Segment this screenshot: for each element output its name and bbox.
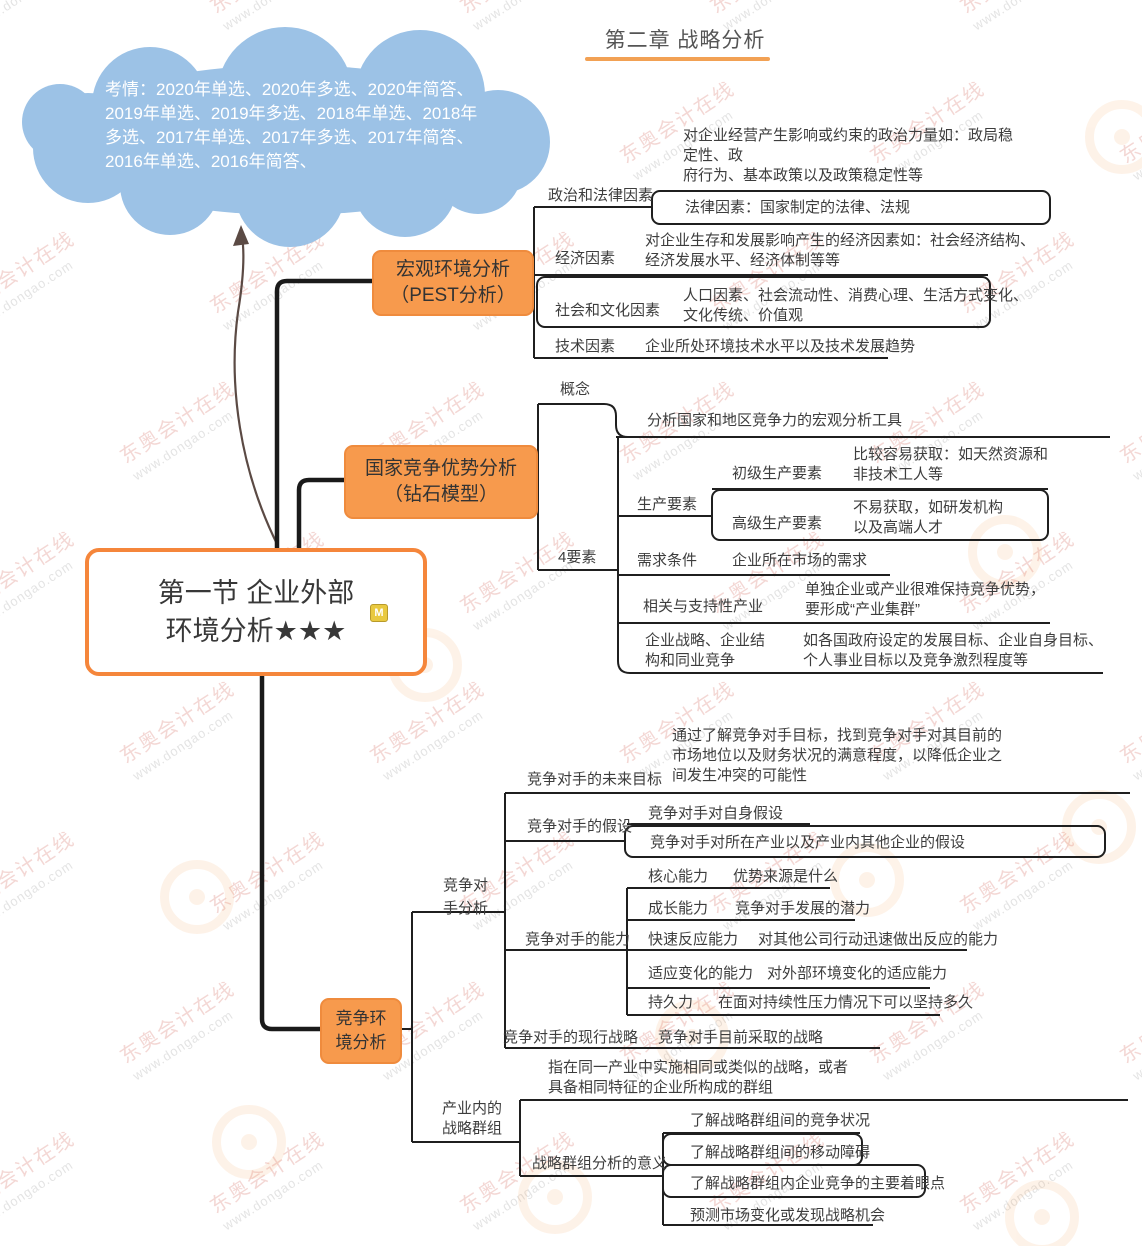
exam-cloud-shape bbox=[22, 27, 550, 247]
root-node[interactable]: 第一节 企业外部 环境分析★★★ M bbox=[85, 548, 427, 676]
future-goals-label[interactable]: 竞争对手的未来目标 bbox=[527, 771, 663, 788]
social-desc[interactable]: 人口因素、社会流动性、消费心理、生活方式变化、 文化传统、价值观 bbox=[683, 287, 1029, 324]
political-desc[interactable]: 对企业经营产生影响或约束的政治力量如：政局稳 定性、政 府行为、基本政策以及政策… bbox=[683, 127, 1014, 184]
tech-label[interactable]: 技术因素 bbox=[555, 338, 616, 355]
core-ability-desc[interactable]: 优势来源是什么 bbox=[733, 868, 839, 885]
title-underline bbox=[585, 57, 770, 61]
group-meaning-label[interactable]: 战略群组分析的意义 bbox=[532, 1155, 668, 1172]
strategic-group-definition[interactable]: 指在同一产业中实施相同或类似的战略，或者 具备相同特征的企业所构成的群组 bbox=[548, 1059, 849, 1096]
current-strategy-label[interactable]: 竞争对手的现行战略 bbox=[503, 1029, 639, 1046]
arrowhead bbox=[233, 225, 249, 246]
core-ability-label[interactable]: 核心能力 bbox=[648, 868, 709, 885]
economic-label[interactable]: 经济因素 bbox=[555, 250, 616, 267]
growth-ability-label[interactable]: 成长能力 bbox=[648, 900, 709, 917]
primary-factor-label[interactable]: 初级生产要素 bbox=[732, 465, 823, 482]
chapter-title: 第二章 战略分析 bbox=[604, 29, 766, 52]
concept-label[interactable]: 概念 bbox=[560, 381, 591, 398]
tech-desc[interactable]: 企业所处环境技术水平以及技术发展趋势 bbox=[645, 338, 916, 355]
firm-strategy-desc[interactable]: 如各国政府设定的发展目标、企业自身目标、 个人事业目标以及竞争激烈程度等 bbox=[803, 632, 1104, 669]
branch-macro-environment[interactable]: 宏观环境分析 （PEST分析） bbox=[372, 250, 534, 316]
exam-note[interactable]: 考情：2020年单选、2020年多选、2020年简答、 2019年单选、2019… bbox=[105, 80, 478, 171]
related-industry-desc[interactable]: 单独企业或产业很难保持竞争优势， 要形成“产业集群” bbox=[805, 581, 1046, 618]
endurance-desc[interactable]: 在面对持续性压力情况下可以坚持多久 bbox=[718, 994, 974, 1011]
assumption-self-desc[interactable]: 竞争对手对自身假设 bbox=[648, 805, 784, 822]
advanced-factor-desc[interactable]: 不易获取，如研发机构 以及高端人才 bbox=[853, 499, 1004, 536]
arrow-to-cloud bbox=[233, 235, 279, 547]
economic-desc[interactable]: 对企业生存和发展影响产生的经济因素如：社会经济结构、 经济发展水平、经济体制等等 bbox=[645, 232, 1036, 269]
rapid-response-desc[interactable]: 对其他公司行动迅速做出反应的能力 bbox=[758, 931, 999, 948]
concept-desc[interactable]: 分析国家和地区竞争力的宏观分析工具 bbox=[647, 412, 903, 429]
group-meaning-item-2[interactable]: 了解战略群组间的移动障碍 bbox=[690, 1144, 871, 1161]
group-meaning-item-4[interactable]: 预测市场变化或发现战略机会 bbox=[690, 1207, 886, 1224]
primary-factor-desc[interactable]: 比较容易获取：如天然资源和 非技术工人等 bbox=[853, 446, 1049, 483]
four-elements-label[interactable]: 4要素 bbox=[558, 549, 597, 566]
group-meaning-item-1[interactable]: 了解战略群组间的竞争状况 bbox=[690, 1112, 871, 1129]
current-strategy-desc[interactable]: 竞争对手目前采取的战略 bbox=[658, 1029, 824, 1046]
social-label[interactable]: 社会和文化因素 bbox=[555, 302, 661, 319]
demand-desc[interactable]: 企业所在市场的需求 bbox=[732, 552, 868, 569]
root-title: 第一节 企业外部 环境分析★★★ bbox=[157, 578, 355, 646]
group-meaning-item-3[interactable]: 了解战略群组内企业竞争的主要着眼点 bbox=[690, 1175, 946, 1192]
related-industry-label[interactable]: 相关与支持性产业 bbox=[643, 598, 764, 615]
political-label[interactable]: 政治和法律因素 bbox=[548, 187, 654, 204]
demand-label[interactable]: 需求条件 bbox=[637, 552, 698, 569]
marker-icon: M bbox=[370, 604, 388, 622]
adapt-ability-desc[interactable]: 对外部环境变化的适应能力 bbox=[767, 965, 948, 982]
firm-strategy-label[interactable]: 企业战略、企业结 构和同业竞争 bbox=[645, 632, 766, 669]
advanced-factor-label[interactable]: 高级生产要素 bbox=[732, 515, 823, 532]
future-goals-desc[interactable]: 通过了解竞争对手目标，找到竞争对手对其目前的 市场地位以及财务状况的满意程度，以… bbox=[672, 727, 1003, 784]
rapid-response-label[interactable]: 快速反应能力 bbox=[648, 931, 739, 948]
competitor-analysis-label[interactable]: 竞争对 手分析 bbox=[443, 877, 489, 917]
ability-label[interactable]: 竞争对手的能力 bbox=[525, 931, 631, 948]
assumption-industry-desc[interactable]: 竞争对手对所在产业以及产业内其他企业的假设 bbox=[650, 834, 966, 851]
assumption-label[interactable]: 竞争对手的假设 bbox=[527, 818, 633, 835]
law-desc[interactable]: 法律因素：国家制定的法律、法规 bbox=[685, 199, 911, 216]
branch-competitive-environment[interactable]: 竞争环 境分析 bbox=[320, 998, 402, 1064]
production-label[interactable]: 生产要素 bbox=[637, 496, 698, 513]
endurance-label[interactable]: 持久力 bbox=[648, 994, 694, 1011]
strategic-group-label[interactable]: 产业内的 战略群组 bbox=[442, 1100, 503, 1137]
adapt-ability-label[interactable]: 适应变化的能力 bbox=[648, 965, 754, 982]
growth-ability-desc[interactable]: 竞争对手发展的潜力 bbox=[735, 900, 871, 917]
branch-national-advantage[interactable]: 国家竞争优势分析 （钻石模型） bbox=[344, 445, 538, 519]
